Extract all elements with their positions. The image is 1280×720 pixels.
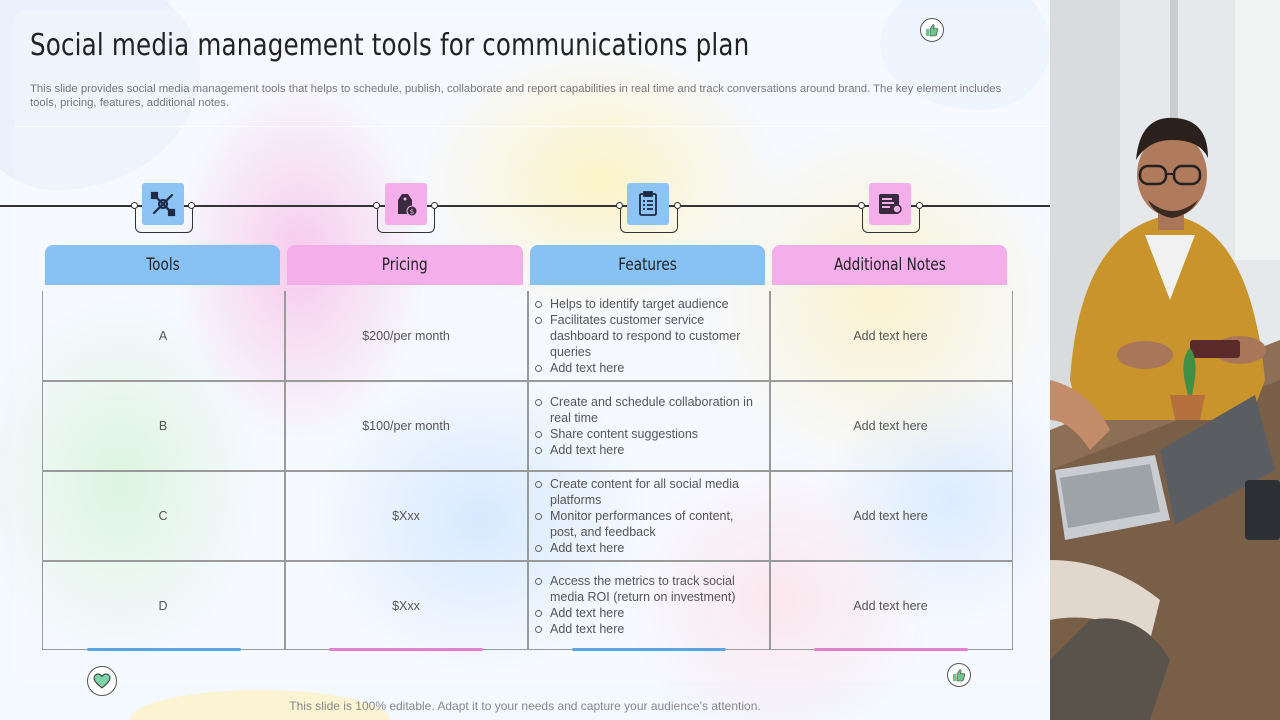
list-item: Create content for all social media plat… <box>530 476 762 508</box>
list-item: Create and schedule collaboration in rea… <box>530 394 762 426</box>
table-cell-features: Create content for all social media plat… <box>530 476 762 556</box>
timeline-node <box>431 202 438 209</box>
timeline-node <box>616 202 623 209</box>
accent-bar <box>329 648 483 651</box>
table-divider <box>42 560 1013 562</box>
thumbs-up-icon <box>947 663 971 687</box>
team-meeting-photo <box>1050 0 1280 720</box>
slide-title: Social media management tools for commun… <box>30 28 750 63</box>
list-item: Add text here <box>530 360 762 376</box>
table-cell-tool: B <box>158 418 168 433</box>
accent-bar <box>87 648 241 651</box>
timeline-bracket <box>377 205 435 233</box>
table-cell-notes: Add text here <box>853 418 928 433</box>
list-item: Access the metrics to track social media… <box>530 573 762 605</box>
table-divider <box>42 380 1013 382</box>
table-cell-features: Helps to identify target audience Facili… <box>530 296 762 376</box>
table-cell-pricing: $Xxx <box>392 598 420 613</box>
column-header-tools: Tools <box>45 245 280 285</box>
slide-subtitle: This slide provides social media managem… <box>30 83 1002 109</box>
table-cell-tool: C <box>158 508 168 523</box>
column-header-features: Features <box>530 245 765 285</box>
list-item: Facilitates customer service dashboard t… <box>530 312 762 360</box>
table-divider <box>42 470 1013 472</box>
table-cell-tool: D <box>158 598 168 613</box>
timeline-node <box>131 202 138 209</box>
table-cell-pricing: $200/per month <box>362 328 450 343</box>
notes-icon <box>869 183 911 225</box>
table-cell-features: Create and schedule collaboration in rea… <box>530 394 762 458</box>
column-header-pricing: Pricing <box>287 245 523 285</box>
timeline-node <box>373 202 380 209</box>
svg-text:$: $ <box>410 208 414 216</box>
list-item: Helps to identify target audience <box>530 296 762 312</box>
table-cell-features: Access the metrics to track social media… <box>530 573 762 637</box>
table-cell-notes: Add text here <box>853 598 928 613</box>
timeline-node <box>674 202 681 209</box>
checklist-icon <box>627 183 669 225</box>
thumbs-up-icon <box>920 18 944 42</box>
list-item: Monitor performances of content, post, a… <box>530 508 762 540</box>
content-panel <box>14 10 1050 682</box>
timeline-bracket <box>620 205 678 233</box>
table-cell-pricing: $Xxx <box>392 508 420 523</box>
table-cell-pricing: $100/per month <box>362 418 450 433</box>
footer-note: This slide is 100% editable. Adapt it to… <box>289 699 761 713</box>
accent-bar <box>572 648 726 651</box>
heart-icon <box>87 666 117 696</box>
timeline-node <box>916 202 923 209</box>
column-header-notes: Additional Notes <box>772 245 1007 285</box>
list-item: Share content suggestions <box>530 426 762 442</box>
timeline-bracket <box>862 205 920 233</box>
divider <box>14 126 1050 127</box>
accent-bar <box>814 648 968 651</box>
timeline-line <box>0 205 1050 207</box>
list-item: Add text here <box>530 621 762 637</box>
timeline-node <box>858 202 865 209</box>
list-item: Add text here <box>530 540 762 556</box>
list-item: Add text here <box>530 605 762 621</box>
table-cell-tool: A <box>158 328 168 343</box>
price-tag-icon: $ <box>385 183 427 225</box>
slide-background <box>0 0 1050 720</box>
tools-icon <box>142 183 184 225</box>
timeline-bracket <box>135 205 193 233</box>
table-cell-notes: Add text here <box>853 508 928 523</box>
timeline-node <box>188 202 195 209</box>
table-cell-notes: Add text here <box>853 328 928 343</box>
list-item: Add text here <box>530 442 762 458</box>
